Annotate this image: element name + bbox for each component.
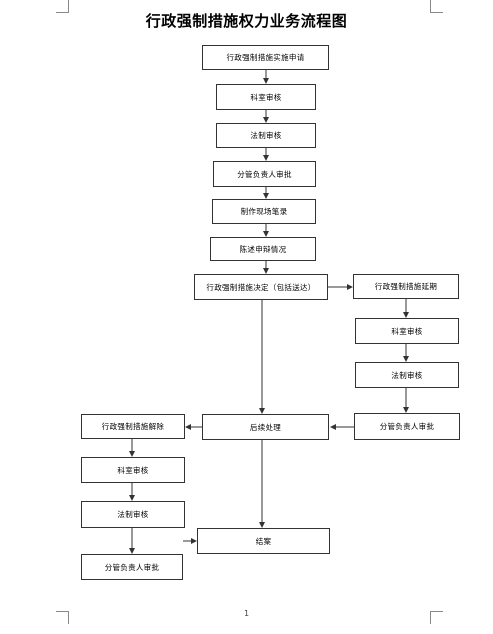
- crop-mark-bottom-right: [430, 611, 443, 624]
- node-legal2: 法制审核: [355, 362, 459, 388]
- node-extend: 行政强制措施延期: [353, 274, 459, 299]
- crop-mark-top-right: [430, 0, 443, 13]
- node-release: 行政强制措施解除: [81, 414, 185, 439]
- page-title: 行政强制措施权力业务流程图: [145, 12, 348, 30]
- node-legal1: 法制审核: [216, 123, 316, 148]
- crop-mark-top-left: [56, 0, 69, 13]
- crop-mark-bottom-left: [56, 611, 69, 624]
- node-apply: 行政强制措施实施申请: [202, 45, 329, 70]
- node-close: 结案: [197, 528, 330, 554]
- page-number: 1: [243, 609, 250, 618]
- node-review1: 科室审核: [216, 84, 316, 110]
- node-followup: 后续处理: [202, 414, 329, 440]
- node-approve3: 分管负责人审批: [81, 554, 183, 580]
- node-review3: 科室审核: [81, 457, 185, 483]
- node-defense: 陈述申辩情况: [210, 237, 316, 261]
- node-review2: 科室审核: [355, 318, 459, 344]
- node-approve1: 分管负责人审批: [213, 161, 316, 187]
- node-approve2: 分管负责人审批: [354, 413, 460, 440]
- node-record: 制作现场笔录: [212, 199, 316, 224]
- node-legal3: 法制审核: [81, 501, 185, 528]
- node-decision: 行政强制措施决定（包括送达）: [194, 274, 328, 300]
